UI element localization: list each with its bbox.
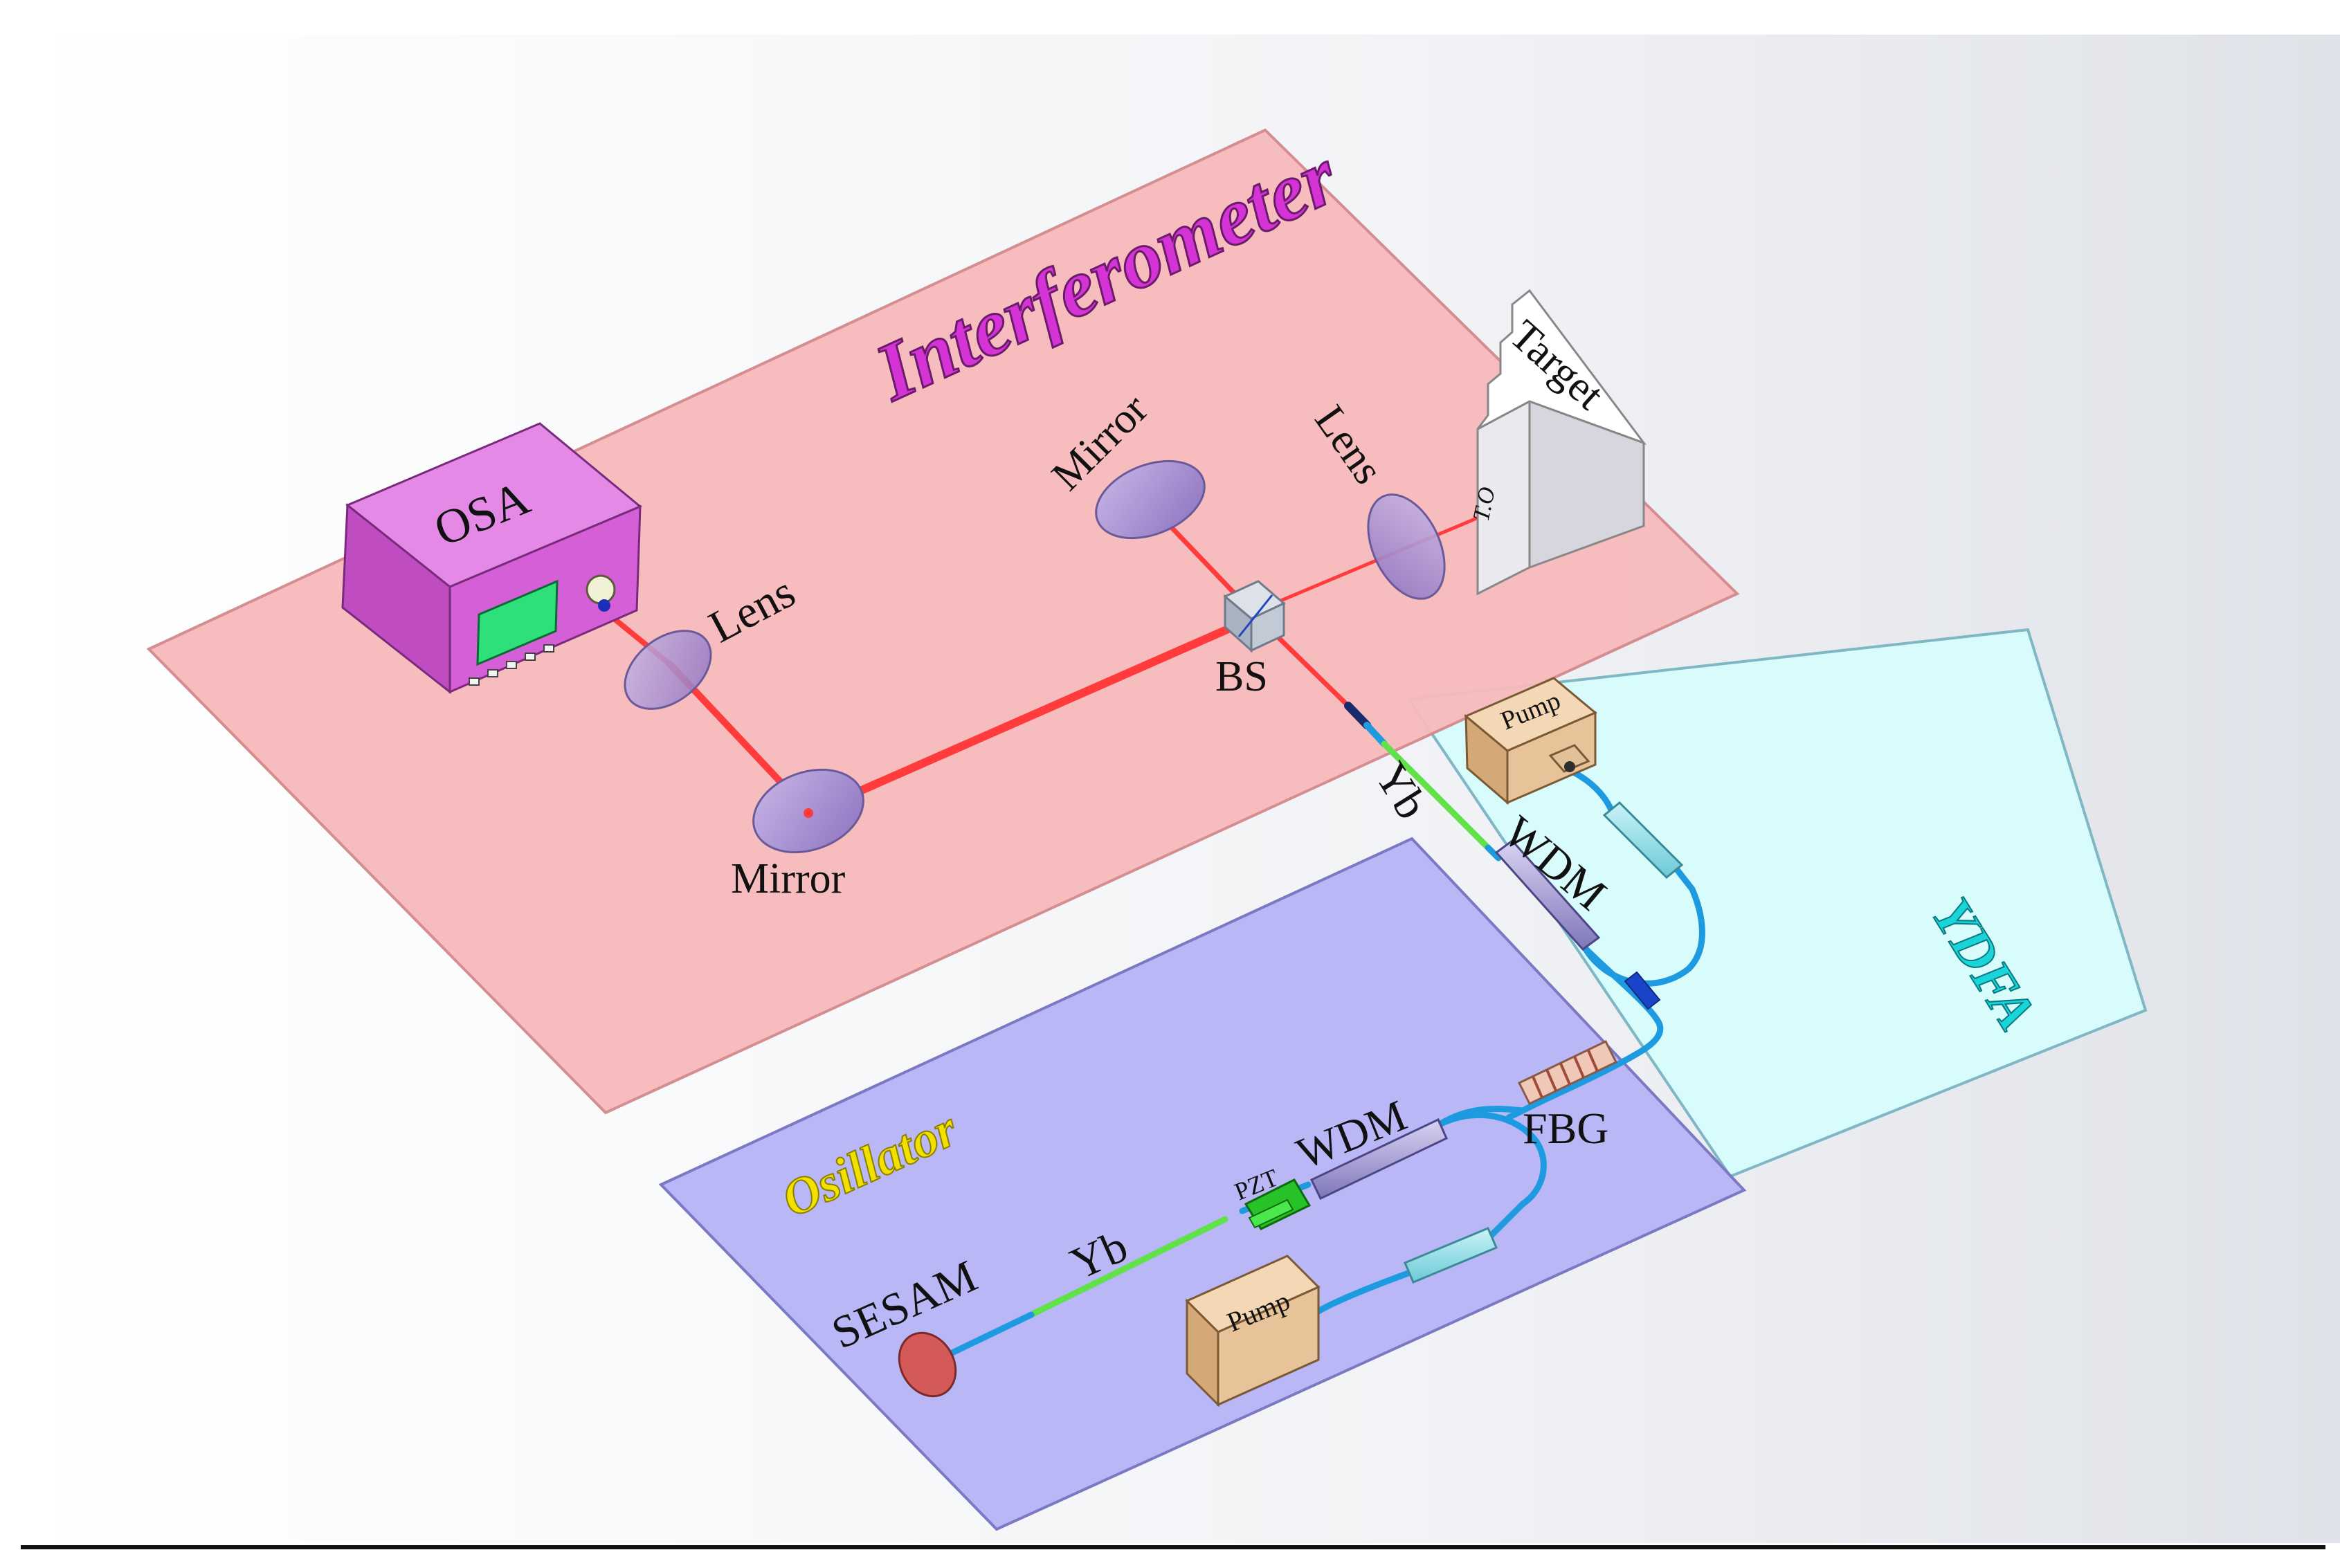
wdm-amp [1494, 839, 1601, 951]
beam-bs-target [1251, 510, 1494, 614]
fiber-pump-osc [1315, 1268, 1415, 1315]
pump-amp-connector [1548, 744, 1590, 773]
beam-mirror-bs [806, 619, 1246, 817]
fiber-amp-wdm [1485, 844, 1502, 862]
fiber-wdm-loop-osc [1436, 1111, 1547, 1207]
osa: OSA [341, 422, 642, 695]
sesam [898, 1331, 957, 1398]
coupler-amp [1624, 971, 1661, 1010]
fiber-pigtail [1344, 702, 1371, 729]
osa-buttons [469, 644, 554, 686]
fiber-out [1363, 722, 1388, 747]
target-steps [1476, 289, 1647, 446]
osa-screen [476, 579, 559, 666]
osa-port [598, 599, 610, 612]
mirror-bottom-label: Mirror [731, 855, 846, 902]
osa-knob [586, 574, 616, 605]
wdm-osc [1309, 1118, 1448, 1200]
lens-left [624, 630, 712, 710]
fiber-pump-iso [1569, 768, 1616, 817]
fiber-to-sesam [934, 1311, 1035, 1363]
isolator-osc [1404, 1227, 1498, 1284]
fbg-label: FBG [1523, 1104, 1609, 1153]
lens-right [1367, 493, 1446, 600]
bs-label: BS [1215, 653, 1268, 700]
pzt [1244, 1178, 1312, 1230]
fbg [1517, 1040, 1618, 1105]
mirror-top [1095, 459, 1206, 540]
beam-splitter [1223, 580, 1286, 653]
yb-gain-fiber-amp [1381, 740, 1491, 851]
interferometer-panel [146, 128, 1740, 1115]
target: T.O [1469, 289, 1647, 596]
fiber-iso-osc [1485, 1201, 1526, 1242]
fiber-to-oscillator [1505, 945, 1664, 1121]
isolator-amp [1602, 801, 1684, 879]
pump-osc-side [1217, 1285, 1320, 1407]
pump-osc: Pump [1185, 1255, 1321, 1407]
yb-gain-fiber-osc [1028, 1216, 1228, 1318]
mirror-bottom [752, 768, 864, 854]
